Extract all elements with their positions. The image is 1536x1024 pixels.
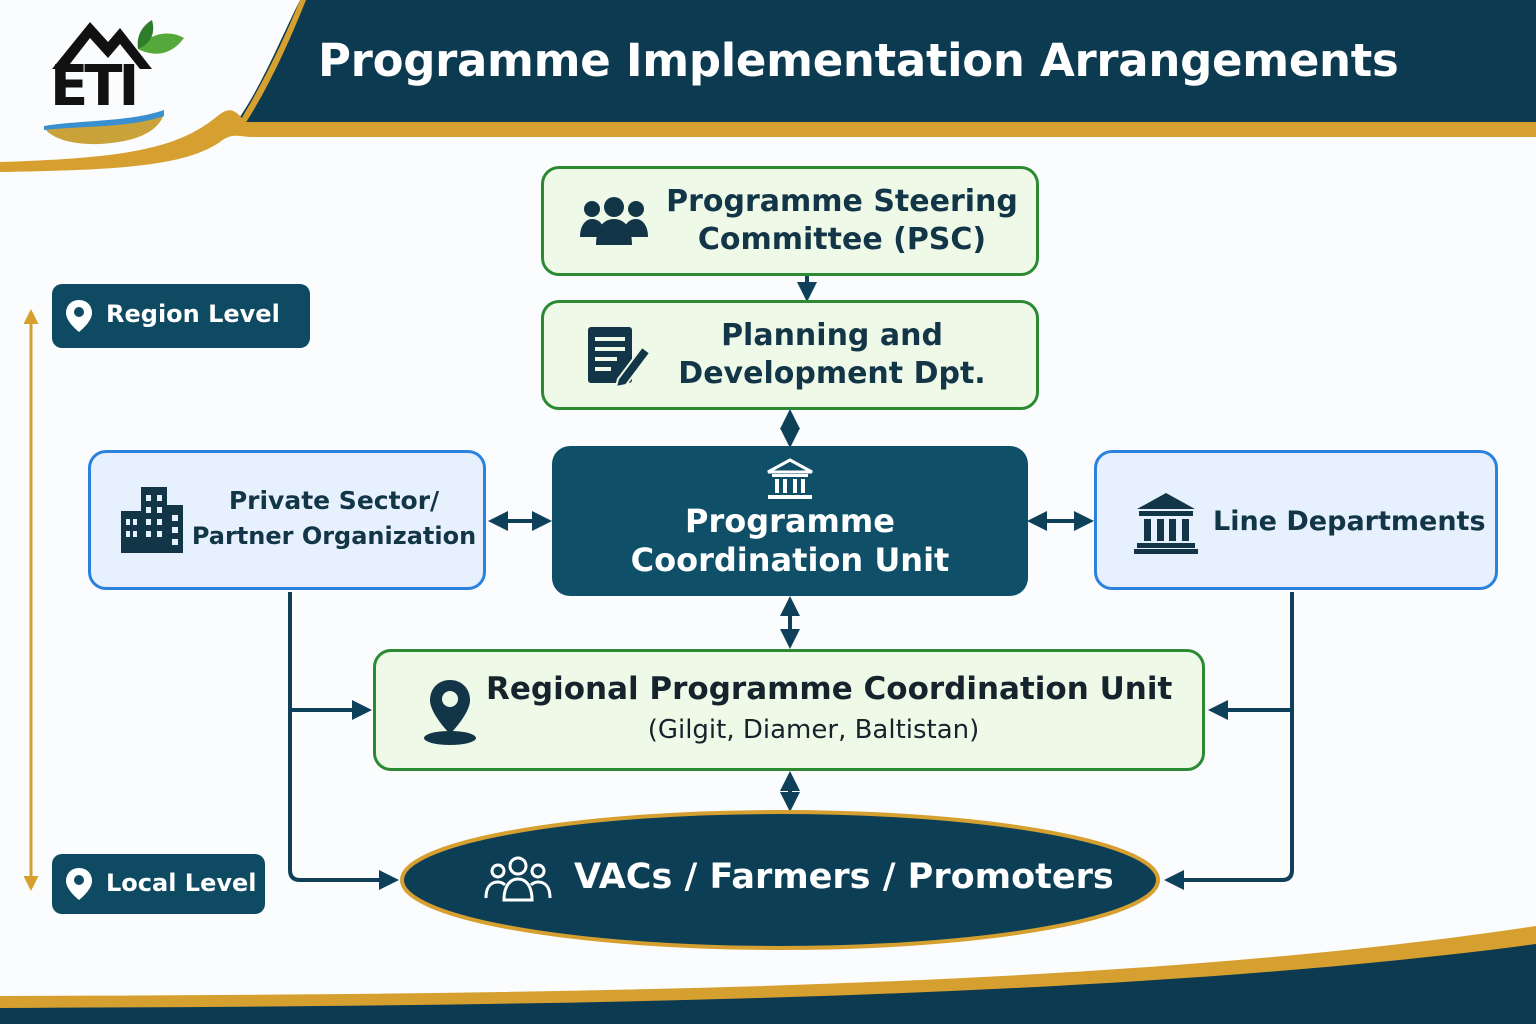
planning-label-line1: Planning and bbox=[721, 318, 943, 353]
planning-label-line2: Development Dpt. bbox=[678, 355, 986, 391]
private-sector-box: Private Sector/ Partner Organization bbox=[88, 450, 486, 590]
document-pen-icon bbox=[588, 327, 652, 389]
connector-line-down bbox=[1164, 592, 1294, 890]
community-icon bbox=[484, 856, 552, 902]
private-label-line1: Private Sector/ bbox=[228, 486, 440, 515]
pcu-label: Programme Coordination Unit bbox=[552, 502, 1028, 580]
logo-text: ETI bbox=[50, 54, 139, 119]
private-label-line2: Partner Organization bbox=[191, 522, 477, 551]
vacs-label: VACs / Farmers / Promoters bbox=[574, 857, 1114, 897]
office-buildings-icon bbox=[121, 487, 183, 553]
region-level-badge: Region Level bbox=[52, 284, 310, 348]
local-level-badge: Local Level bbox=[52, 854, 265, 914]
planning-label: Planning and Development Dpt. bbox=[662, 317, 1002, 392]
vacs-node: VACs / Farmers / Promoters bbox=[402, 812, 1158, 948]
rpcu-title: Regional Programme Coordination Unit bbox=[486, 671, 1173, 707]
footer-gold-line bbox=[0, 926, 1536, 1008]
rpcu-box: Regional Programme Coordination Unit (Gi… bbox=[373, 649, 1205, 771]
institution-icon bbox=[767, 458, 813, 499]
line-departments-box: Line Departments bbox=[1094, 450, 1498, 590]
location-pin-icon bbox=[66, 300, 92, 332]
psc-box: Programme Steering Committee (PSC) bbox=[541, 166, 1039, 276]
people-group-icon bbox=[580, 197, 648, 245]
local-level-label: Local Level bbox=[106, 869, 257, 897]
logo-mountain-icon bbox=[44, 20, 184, 145]
map-pin-icon bbox=[424, 680, 476, 745]
pcu-label-line2: Coordination Unit bbox=[630, 541, 950, 580]
connector-private-down bbox=[288, 592, 399, 890]
line-departments-label: Line Departments bbox=[1213, 506, 1486, 537]
pcu-box: Programme Coordination Unit bbox=[552, 446, 1028, 596]
planning-box: Planning and Development Dpt. bbox=[541, 300, 1039, 410]
rpcu-subtitle: (Gilgit, Diamer, Baltistan) bbox=[647, 715, 980, 745]
eti-logo bbox=[40, 14, 190, 164]
psc-label-line2: Committee (PSC) bbox=[697, 221, 987, 257]
location-pin-icon bbox=[66, 868, 92, 900]
pcu-label-line1: Programme bbox=[685, 502, 895, 540]
government-building-icon bbox=[1134, 493, 1198, 554]
vacs-ellipse bbox=[400, 810, 1160, 950]
private-sector-label: Private Sector/ Partner Organization bbox=[191, 483, 477, 554]
header-band bbox=[235, 0, 1536, 124]
header-gold-line bbox=[0, 110, 1536, 172]
psc-label: Programme Steering Committee (PSC) bbox=[662, 183, 1022, 258]
psc-label-line1: Programme Steering bbox=[666, 184, 1018, 219]
region-level-label: Region Level bbox=[106, 300, 280, 328]
page-title: Programme Implementation Arrangements bbox=[318, 34, 1399, 87]
